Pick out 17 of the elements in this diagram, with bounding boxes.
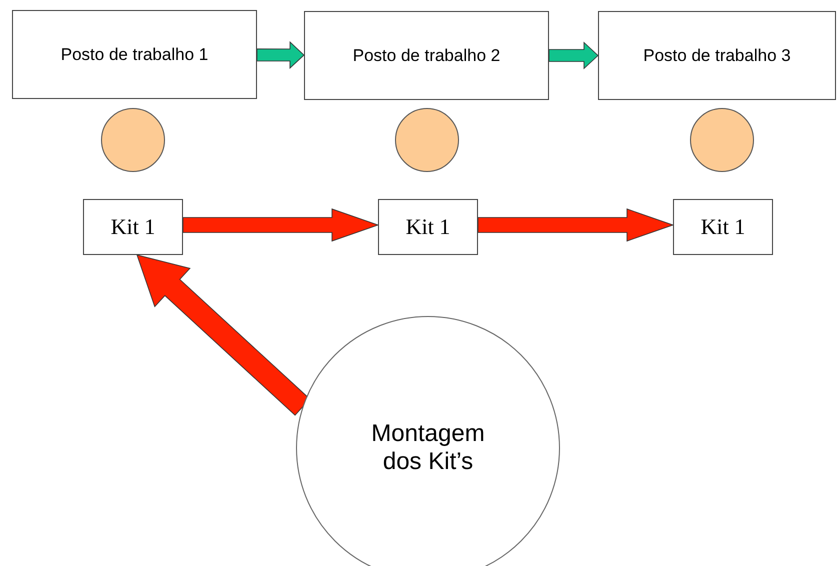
block-arrow <box>182 208 380 242</box>
workstation-label: Posto de trabalho 3 <box>643 46 791 66</box>
block-arrow <box>548 42 599 70</box>
workstation-box <box>12 10 257 99</box>
assembly-label: Montagem dos Kit’s <box>370 420 486 476</box>
kit-label: Kit 1 <box>110 214 156 240</box>
workstation-label: Posto de trabalho 2 <box>352 46 500 66</box>
workstation-label: Posto de trabalho 1 <box>60 44 208 64</box>
block-arrow <box>256 41 305 69</box>
kit-box <box>378 199 478 255</box>
workstation-box <box>598 11 836 100</box>
workstation-box <box>304 11 549 100</box>
block-arrow <box>478 208 674 242</box>
kit-box <box>83 199 183 255</box>
kit-label: Kit 1 <box>700 214 746 240</box>
kit-box <box>673 199 773 255</box>
kit-label: Kit 1 <box>406 214 450 240</box>
